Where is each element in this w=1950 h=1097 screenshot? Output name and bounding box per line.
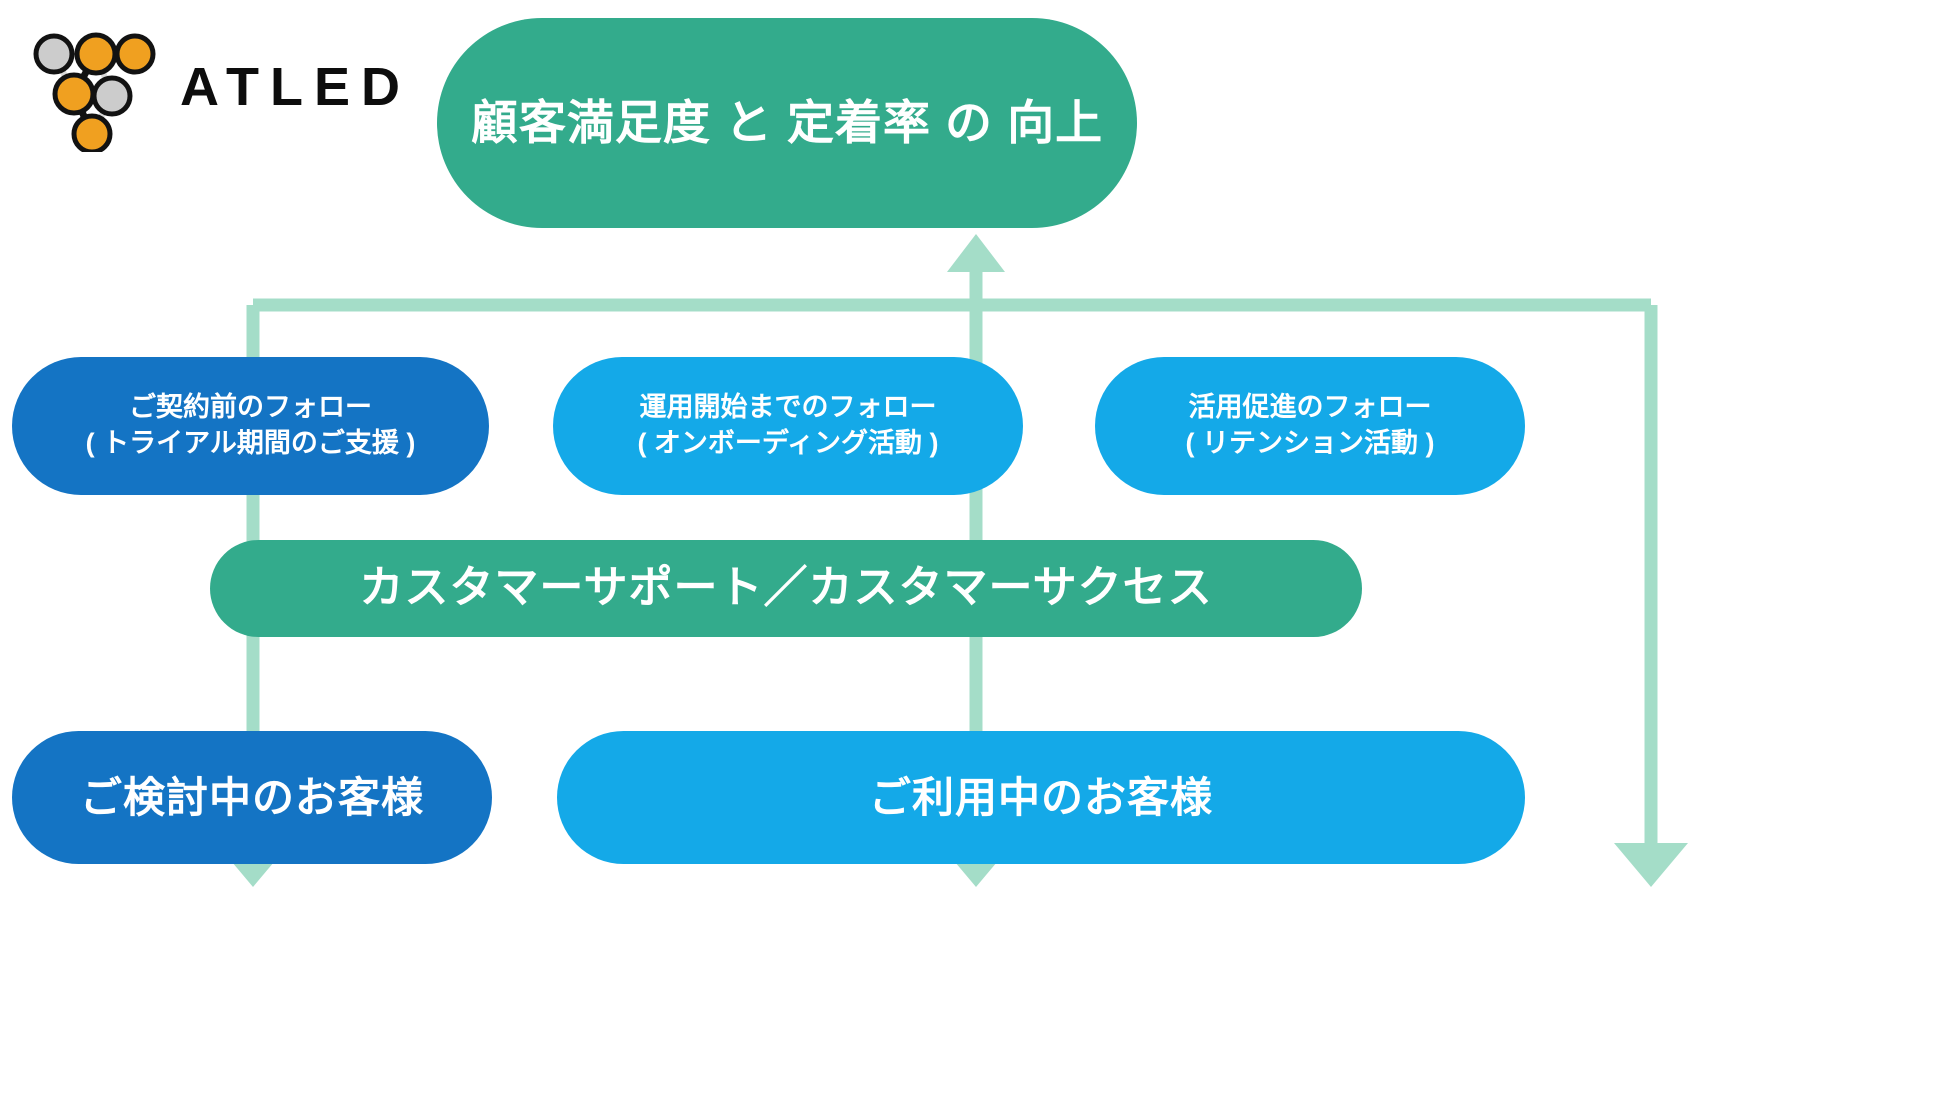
follow-step-retention: 活用促進のフォロー ( リテンション活動 ): [1095, 357, 1525, 495]
follow-step-pre-contract: ご契約前のフォロー ( トライアル期間のご支援 ): [12, 357, 489, 495]
brand-name: ATLED: [180, 57, 411, 117]
customer-label: ご利用中のお客様: [868, 773, 1213, 821]
follow-step-title: 運用開始までのフォロー: [639, 392, 937, 423]
goal-label: 顧客満足度 と 定着率 の 向上: [470, 95, 1104, 149]
atled-network-logo-icon: [33, 32, 156, 152]
brand-logo: ATLED: [22, 22, 442, 152]
follow-step-subtitle: ( オンボーディング活動 ): [637, 428, 939, 458]
follow-step-subtitle: ( トライアル期間のご支援 ): [85, 428, 416, 458]
customer-prospect-box: ご検討中のお客様: [12, 731, 492, 864]
goal-box: 顧客満足度 と 定着率 の 向上: [437, 18, 1137, 228]
follow-step-title: ご契約前のフォロー: [129, 392, 372, 423]
team-bar-label: カスタマーサポート／カスタマーサクセス: [359, 563, 1213, 613]
follow-step-subtitle: ( リテンション活動 ): [1185, 428, 1435, 458]
arrow-down-right: [1614, 843, 1688, 887]
team-bar: カスタマーサポート／カスタマーサクセス: [210, 540, 1362, 637]
follow-step-title: 活用促進のフォロー: [1188, 392, 1432, 423]
customer-label: ご検討中のお客様: [79, 773, 424, 821]
follow-step-onboarding: 運用開始までのフォロー ( オンボーディング活動 ): [553, 357, 1023, 495]
arrow-up-to-goal: [947, 234, 1005, 272]
customer-active-box: ご利用中のお客様: [557, 731, 1525, 864]
